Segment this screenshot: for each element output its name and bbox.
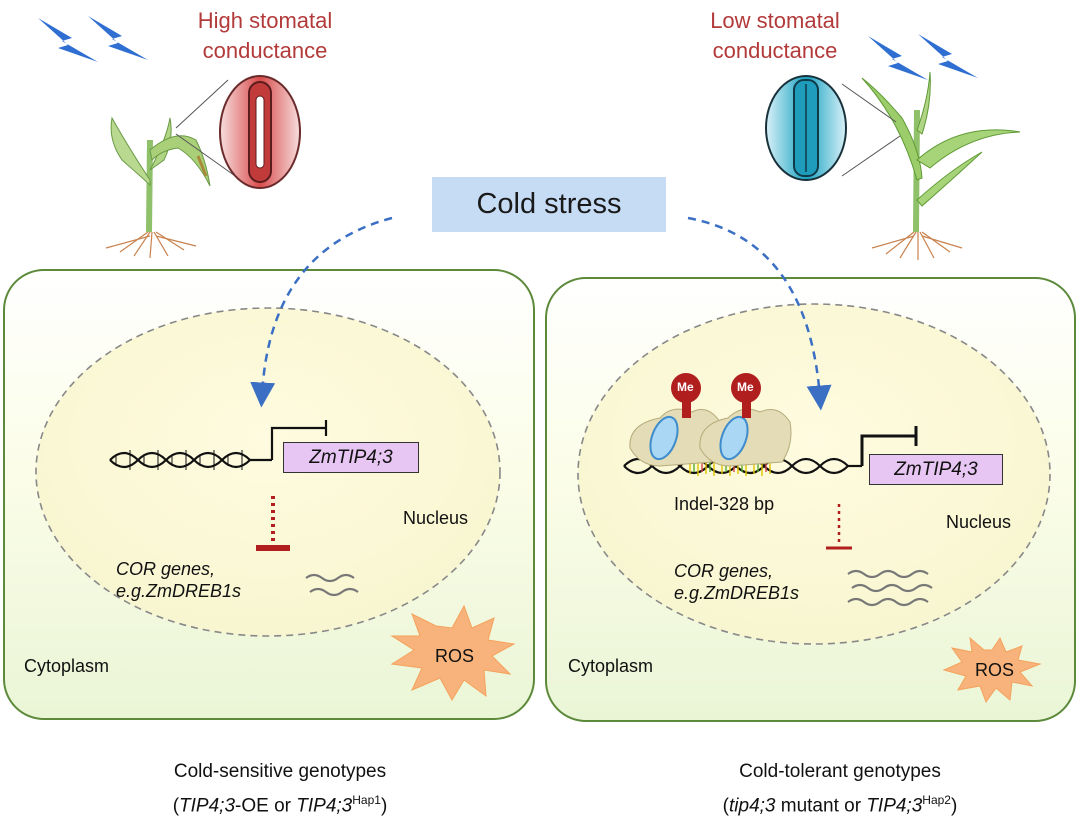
healthy-plant-icon	[861, 71, 1021, 260]
inhibition-left	[256, 496, 290, 551]
cytoplasm-label-right: Cytoplasm	[568, 656, 654, 676]
ros-star-right	[942, 636, 1042, 704]
ros-label-left: ROS	[435, 646, 475, 666]
indel-label: Indel-328 bp	[674, 494, 775, 514]
promoter-inhibit-left	[270, 420, 328, 460]
cold-stress-box: Cold stress	[432, 177, 666, 232]
arrow-cold-to-left	[250, 216, 393, 408]
nucleus-label-left: Nucleus	[403, 508, 469, 528]
zoom-lines-right	[841, 83, 901, 177]
caption-right: Cold-tolerant genotypes (tip4;3 mutant o…	[722, 761, 958, 817]
wilted-plant-icon	[105, 116, 211, 259]
arrow-cold-to-right	[687, 216, 832, 411]
inhibition-right	[826, 504, 852, 550]
cor-genes-label-left: COR genes,e.g.ZmDREB1s	[116, 559, 242, 601]
transcripts-right	[847, 569, 933, 607]
nucleus-left	[35, 307, 501, 637]
gene-box-right: ZmTIP4;3	[869, 454, 1003, 485]
stoma-closed-icon	[765, 75, 847, 181]
zoom-lines-left	[175, 79, 239, 179]
transcripts-left	[305, 573, 359, 597]
methyl-binding-protein	[629, 373, 792, 467]
gene-box-left: ZmTIP4;3	[283, 442, 419, 473]
methyl-mark-1: Me	[677, 380, 694, 394]
promoter-inhibit-right	[860, 426, 918, 466]
lightning-icon-left	[38, 16, 148, 62]
nucleus-label-right: Nucleus	[946, 512, 1012, 532]
cytoplasm-label-left: Cytoplasm	[24, 656, 110, 676]
ros-label-right: ROS	[975, 660, 1015, 680]
caption-left: Cold-sensitive genotypes (TIP4;3-OE or T…	[172, 761, 388, 817]
cor-genes-label-right: COR genes,e.g.ZmDREB1s	[674, 561, 800, 603]
methyl-mark-2: Me	[737, 380, 754, 394]
stoma-open-icon	[219, 75, 301, 189]
dna-helix-left	[109, 450, 272, 470]
ros-star-left	[390, 604, 516, 702]
lightning-icon-right	[868, 34, 978, 80]
